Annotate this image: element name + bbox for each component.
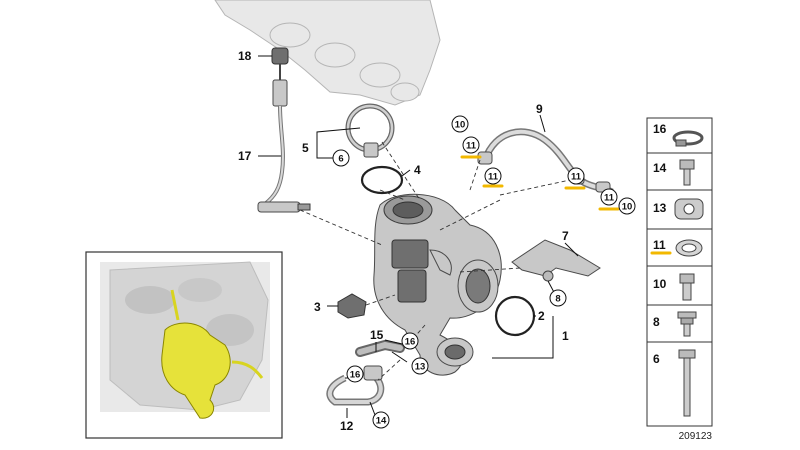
diagram-number: 209123 [679, 431, 713, 442]
svg-text:11: 11 [653, 238, 666, 252]
callout-14: 14 [372, 411, 390, 429]
svg-text:13: 13 [415, 362, 426, 373]
callout-11-d: 11 [600, 188, 618, 206]
legend-item-10: 10 [653, 273, 695, 301]
gasket-ring-4 [360, 165, 404, 195]
svg-text:10: 10 [653, 277, 667, 291]
callout-4: 4 [414, 163, 421, 177]
callout-18: 18 [238, 49, 252, 63]
exhaust-manifold [214, 0, 441, 106]
legend-item-11: 11 [650, 238, 703, 257]
svg-text:14: 14 [376, 416, 387, 427]
flange-bolt-icon [677, 311, 697, 337]
turbocharger [373, 193, 502, 376]
legend-item-6: 6 [653, 349, 696, 417]
sealing-ring-icon [675, 239, 703, 257]
legend-item-14: 14 [653, 159, 695, 186]
oil-feed-line [477, 128, 614, 196]
callout-11-c: 11 [567, 167, 585, 185]
svg-text:16: 16 [405, 337, 416, 348]
svg-text:10: 10 [622, 202, 633, 213]
svg-text:11: 11 [466, 141, 477, 152]
callout-10-top: 10 [451, 115, 469, 133]
svg-text:16: 16 [653, 122, 667, 136]
svg-text:13: 13 [653, 201, 667, 215]
svg-text:16: 16 [350, 370, 361, 381]
electrical-connector [337, 293, 367, 319]
callout-13: 13 [411, 357, 429, 375]
svg-text:6: 6 [653, 352, 660, 366]
sealing-ring-highlights [460, 155, 620, 211]
callout-3: 3 [314, 300, 321, 314]
callout-6: 6 [332, 149, 350, 167]
highlighted-turbocharger [161, 289, 264, 419]
legend-item-8: 8 [653, 311, 697, 337]
long-bolt-icon [678, 349, 696, 417]
callout-11-b: 11 [484, 167, 502, 185]
svg-text:8: 8 [653, 315, 660, 329]
oxygen-sensor-assembly [257, 47, 311, 213]
callout-2: 2 [538, 309, 545, 323]
callout-12: 12 [340, 419, 354, 433]
hardware-legend: 16 14 13 11 [646, 117, 713, 427]
callout-15: 15 [370, 328, 384, 342]
legend-item-13: 13 [653, 198, 704, 220]
svg-text:14: 14 [653, 161, 667, 175]
svg-text:11: 11 [488, 172, 499, 183]
callout-5: 5 [302, 141, 309, 155]
callout-10-right: 10 [618, 197, 636, 215]
gasket-icon [674, 198, 704, 220]
callout-11-a: 11 [462, 136, 480, 154]
svg-text:10: 10 [455, 120, 466, 131]
support-bracket [511, 239, 601, 282]
callout-16-b: 16 [346, 365, 364, 383]
svg-text:6: 6 [338, 154, 343, 165]
gasket-ring-2 [494, 295, 536, 337]
callout-1: 1 [562, 329, 569, 343]
hose-clamp-icon [672, 130, 704, 147]
svg-text:11: 11 [571, 172, 582, 183]
svg-text:11: 11 [604, 193, 615, 204]
callout-7: 7 [562, 229, 569, 243]
banjo-bolt-icon [679, 273, 695, 301]
callout-16-a: 16 [401, 332, 419, 350]
coolant-pipes [326, 339, 405, 406]
hex-bolt-icon [679, 159, 695, 186]
legend-item-16: 16 [653, 122, 704, 147]
callout-8: 8 [549, 289, 567, 307]
callout-17: 17 [238, 149, 252, 163]
location-inset [85, 251, 283, 439]
v-band-clamp [345, 103, 395, 158]
callout-9: 9 [536, 102, 543, 116]
svg-text:8: 8 [555, 294, 560, 305]
